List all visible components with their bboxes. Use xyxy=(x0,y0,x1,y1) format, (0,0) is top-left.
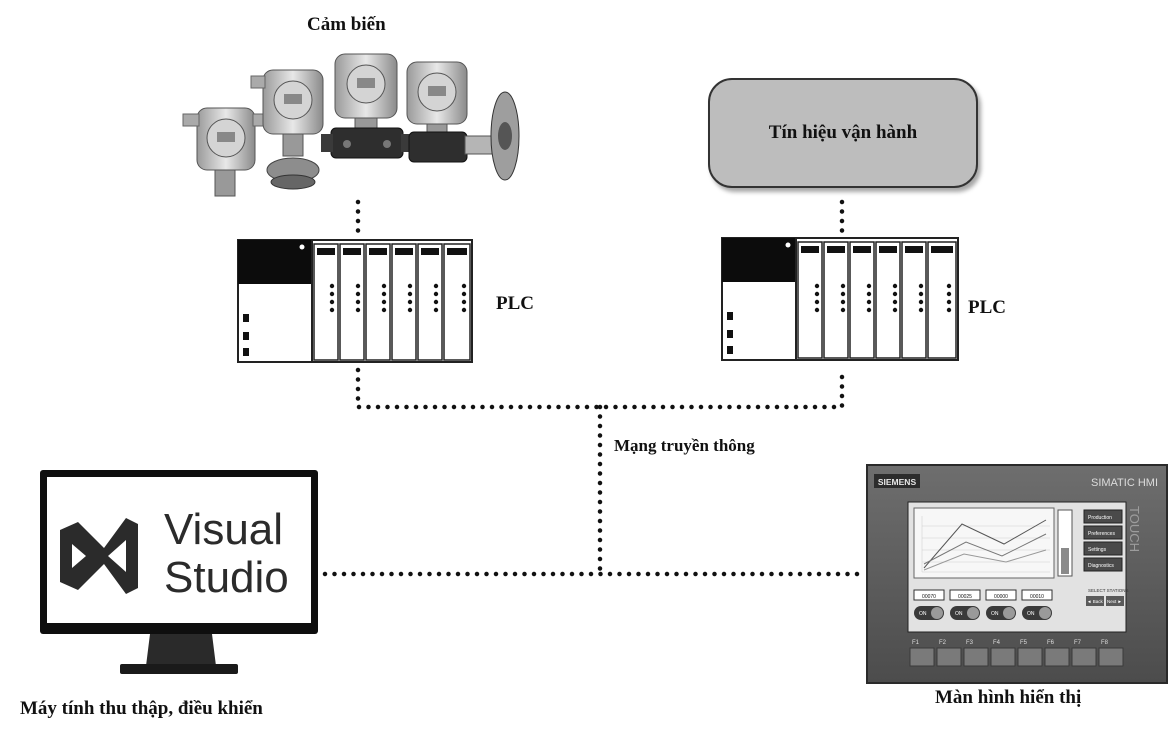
hmi-switches: ON ON ON ON xyxy=(914,606,1052,620)
hmi-readout-0: 00070 xyxy=(922,594,936,600)
hmi-select-back: ◄ Back xyxy=(1087,599,1103,604)
hmi-fkey-label-6: F7 xyxy=(1074,640,1082,646)
flange-sensor-4 xyxy=(406,61,520,181)
hmi-touch: TOUCH xyxy=(1127,506,1142,552)
plc-right xyxy=(721,237,959,361)
hmi-fkey-label-2: F3 xyxy=(966,640,974,646)
hmi-menu-item-2: Settings xyxy=(1088,547,1107,553)
vs-logo-line2: Studio xyxy=(164,553,289,602)
pressure-sensor-1 xyxy=(182,107,266,197)
network-label: Mạng truyền thông xyxy=(614,436,755,455)
plc-bus-link xyxy=(355,367,845,410)
hmi-fkey-label-5: F6 xyxy=(1047,640,1055,646)
hmi-brand: SIEMENS xyxy=(878,477,917,487)
hmi-menu: Production Preferences Settings Diagnost… xyxy=(1083,509,1123,572)
hmi-panel: SIEMENS SIMATIC HMI TOUCH Production Pre… xyxy=(866,464,1168,684)
differential-sensor-3 xyxy=(321,53,413,159)
hmi-readout-1: 00025 xyxy=(958,594,972,600)
hmi-readouts: 00070 00025 00000 00010 xyxy=(913,589,1053,601)
pressure-sensor-2 xyxy=(250,69,324,190)
plc-left xyxy=(237,239,473,363)
computer-label: Máy tính thu thập, điều khiển xyxy=(20,698,263,719)
hmi-switch-label-0: ON xyxy=(919,611,927,617)
hmi-menu-item-0: Production xyxy=(1088,515,1112,521)
operating-signal-label: Tín hiệu vận hành xyxy=(768,122,918,143)
sensor-label: Cảm biến xyxy=(307,14,386,35)
hmi-readout-3: 00010 xyxy=(1030,594,1044,600)
display-label: Màn hình hiển thị xyxy=(935,687,1082,708)
hmi-switch-label-2: ON xyxy=(991,611,999,617)
hmi-fkey-label-0: F1 xyxy=(912,640,920,646)
plc-right-modules xyxy=(797,241,957,359)
hmi-fkey-label-3: F4 xyxy=(993,640,1001,646)
hmi-fkey-label-4: F5 xyxy=(1020,640,1028,646)
sensor-group xyxy=(182,53,520,197)
hmi-fkey-label-1: F2 xyxy=(939,640,947,646)
hmi-readout-2: 00000 xyxy=(994,594,1008,600)
hmi-select-next: Next ► xyxy=(1107,599,1122,604)
vs-logo-line1: Visual xyxy=(164,505,283,554)
plc-left-label: PLC xyxy=(496,293,534,314)
hmi-select-label: SELECT STATIONS xyxy=(1088,588,1129,593)
hmi-menu-item-1: Preferences xyxy=(1088,531,1115,537)
hmi-switch-label-3: ON xyxy=(1027,611,1035,617)
hmi-menu-item-3: Diagnostics xyxy=(1088,563,1114,569)
plc-right-label: PLC xyxy=(968,297,1006,318)
computer-monitor: Visual Studio xyxy=(40,470,318,674)
hmi-fkey-label-7: F8 xyxy=(1101,640,1109,646)
hmi-function-keys: F1 F2 F3 F4 F5 F6 F7 F8 xyxy=(909,640,1124,667)
visual-studio-logo-icon xyxy=(60,518,138,594)
hmi-model: SIMATIC HMI xyxy=(1091,477,1158,489)
hmi-switch-label-1: ON xyxy=(955,611,963,617)
operating-signal-box: Tín hiệu vận hành xyxy=(708,78,978,188)
plc-left-modules xyxy=(313,243,471,361)
